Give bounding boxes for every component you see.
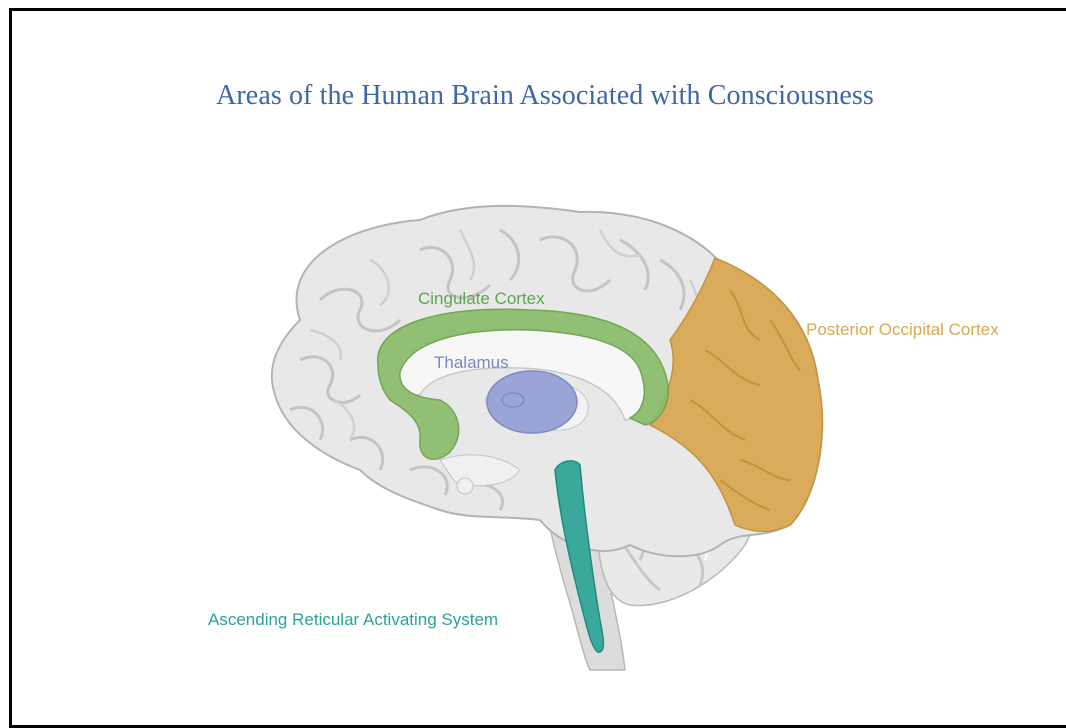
label-ascending-reticular-activating-system: Ascending Reticular Activating System — [208, 610, 498, 629]
label-thalamus: Thalamus — [434, 353, 509, 372]
brain-diagram: Cingulate Cortex Thalamus Posterior Occi… — [0, 0, 1066, 704]
label-posterior-occipital-cortex: Posterior Occipital Cortex — [806, 320, 999, 339]
thalamus — [487, 371, 577, 433]
pituitary — [457, 478, 473, 494]
label-cingulate-cortex: Cingulate Cortex — [418, 289, 545, 308]
